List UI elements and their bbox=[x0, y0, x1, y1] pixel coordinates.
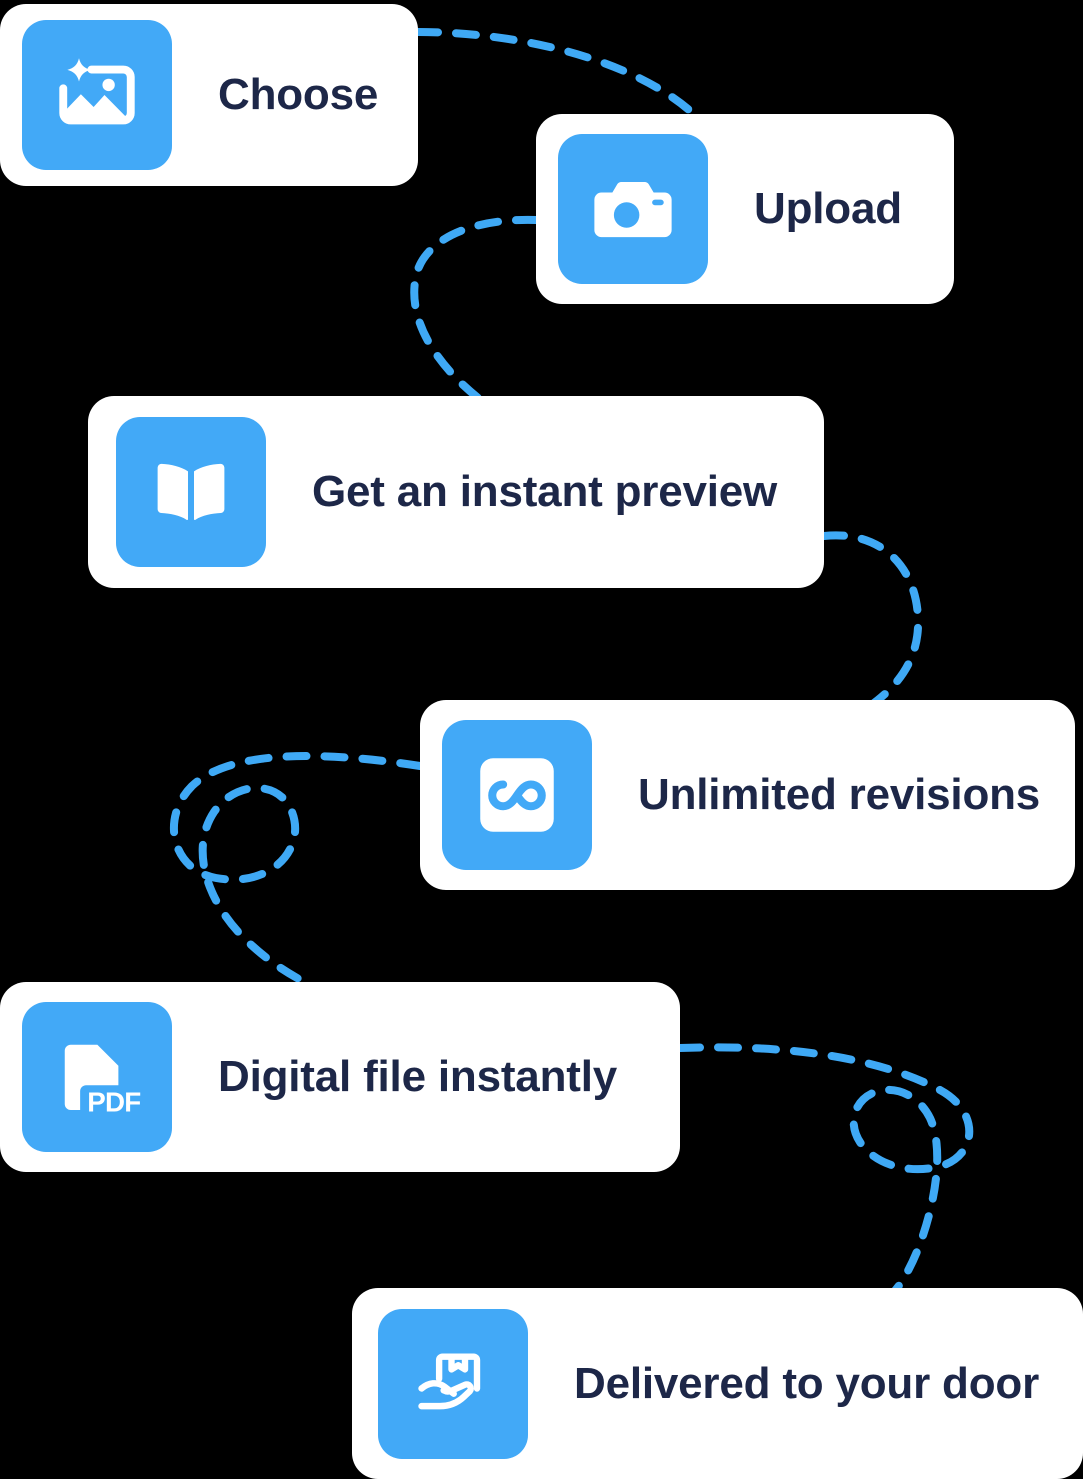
infinity-icon bbox=[442, 720, 592, 870]
hand-package-icon bbox=[378, 1308, 528, 1459]
step-card-unlimited-revisions[interactable]: Unlimited revisions bbox=[420, 700, 1075, 890]
connector-digital-to-delivered bbox=[676, 1043, 974, 1298]
step-label-digital-file: Digital file instantly bbox=[218, 1052, 617, 1101]
camera-icon bbox=[558, 134, 708, 284]
step-label-choose: Choose bbox=[218, 70, 379, 119]
step-label-instant-preview: Get an instant preview bbox=[312, 467, 778, 516]
step-label-upload: Upload bbox=[754, 184, 902, 233]
pdf-file-icon: PDF bbox=[22, 1002, 172, 1152]
connector-revisions-to-digital bbox=[170, 752, 424, 992]
image-sparkle-icon bbox=[22, 20, 172, 170]
connector-preview-to-revisions bbox=[820, 531, 923, 710]
step-card-delivered[interactable]: Delivered to your door bbox=[352, 1288, 1083, 1479]
connector-choose-to-upload bbox=[414, 28, 704, 124]
step-card-instant-preview[interactable]: Get an instant preview bbox=[88, 396, 824, 588]
step-card-upload[interactable]: Upload bbox=[536, 114, 954, 304]
step-label-unlimited-revisions: Unlimited revisions bbox=[638, 770, 1041, 819]
open-book-icon bbox=[116, 417, 266, 567]
step-card-digital-file[interactable]: PDF Digital file instantly bbox=[0, 982, 680, 1172]
svg-text:PDF: PDF bbox=[87, 1087, 140, 1118]
step-label-delivered: Delivered to your door bbox=[574, 1358, 1040, 1408]
step-card-choose[interactable]: Choose bbox=[0, 4, 418, 186]
connector-upload-to-preview bbox=[410, 215, 540, 408]
